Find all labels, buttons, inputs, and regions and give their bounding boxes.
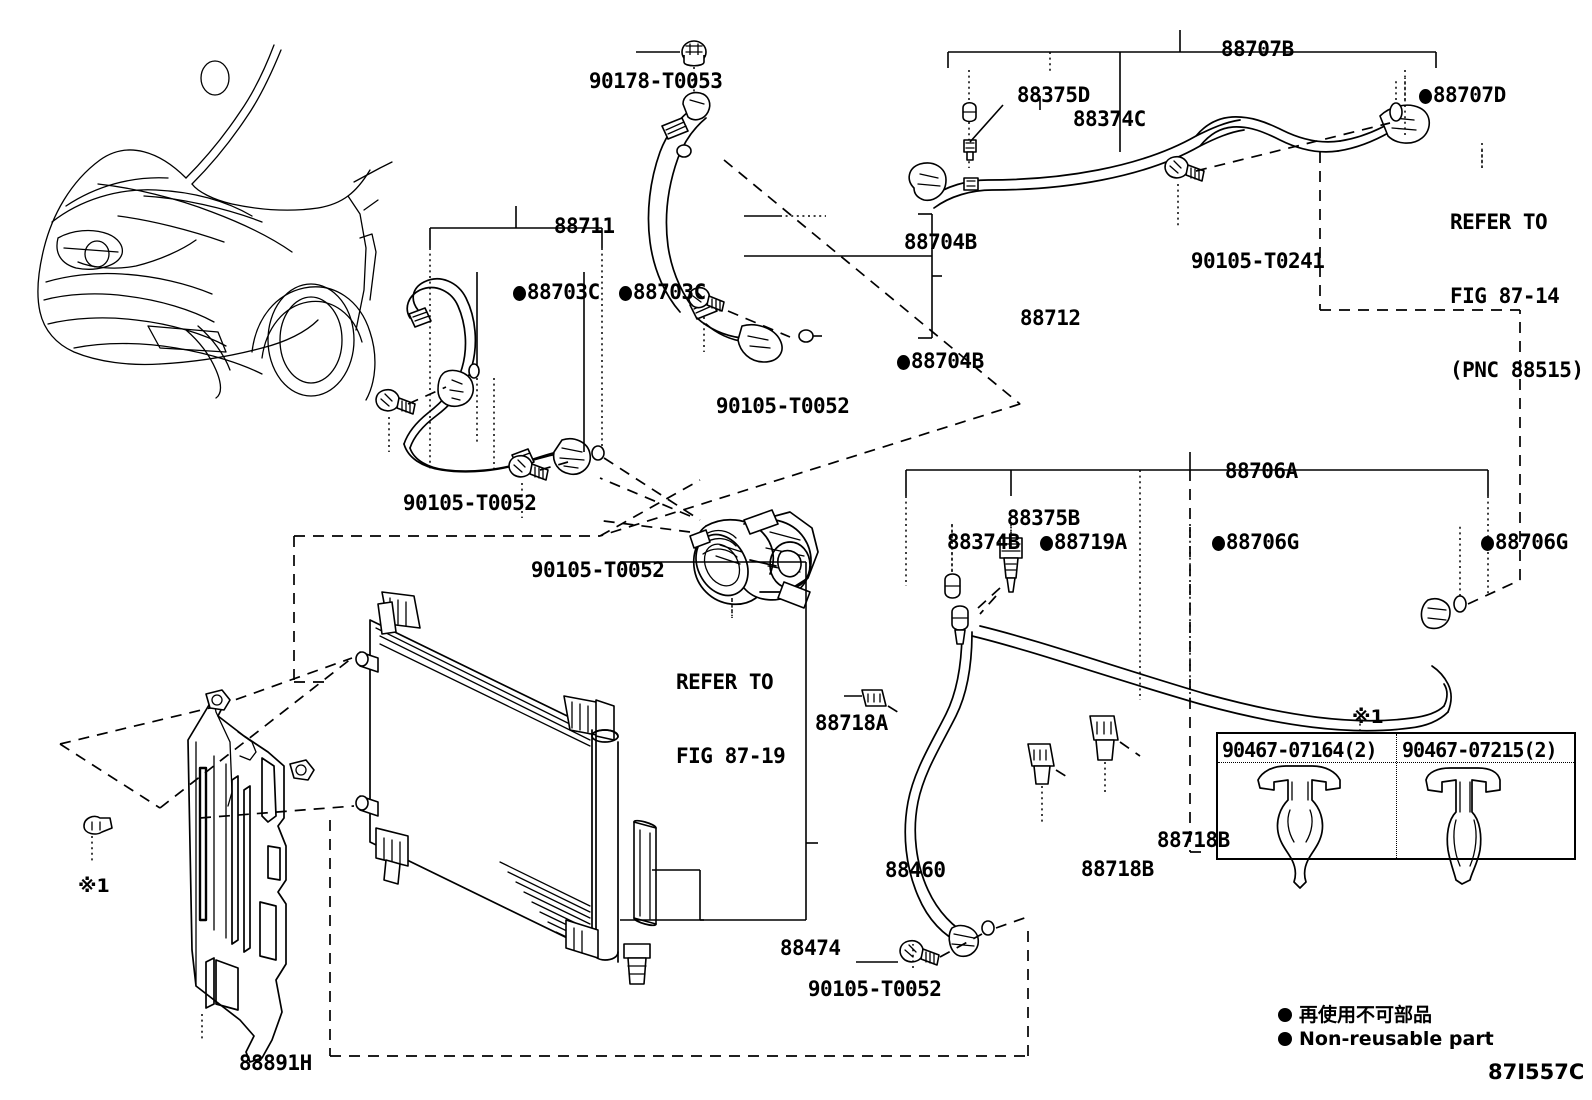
part-number-text: 90105-T0241 — [1190, 248, 1325, 273]
part-number-text: 88703C — [526, 279, 600, 304]
part-label-88704B-upper: 88704B — [831, 205, 977, 279]
part-number-text: 88375D — [1016, 82, 1090, 107]
refer-line: (PNC 88515) — [1450, 358, 1584, 383]
part-label-88703C-left: 88703C — [440, 255, 600, 329]
non-reusable-dot-icon — [1211, 535, 1225, 551]
part-number-text: 88718B — [1080, 856, 1154, 881]
part-number-text: 90178-T0053 — [588, 68, 723, 93]
part-number-text: 88707D — [1432, 82, 1506, 107]
refer-line: REFER TO — [1450, 209, 1548, 234]
part-label-88718B-lower: 88718B — [1008, 832, 1154, 906]
part-number-text: 88706A — [1224, 458, 1298, 483]
legend-non-reusable-jp: 再使用不可部品 — [1278, 1000, 1432, 1027]
part-number-text: 88704B — [903, 229, 977, 254]
part-label-88375D: 88375D — [944, 58, 1090, 132]
part-label-88704B-lower: 88704B — [824, 324, 984, 398]
non-reusable-dot-icon — [512, 285, 526, 301]
diagram-code: 87I557C — [1488, 1060, 1585, 1084]
discharge-tube-88707B-part — [908, 78, 1520, 311]
air-guide-88891H-illustration — [83, 689, 315, 1063]
part-number-text: 88460 — [884, 857, 946, 882]
vehicle-outline-illustration — [37, 44, 393, 401]
non-reusable-dot-icon — [1278, 1032, 1292, 1046]
footnote-marker-1-clipbox: ※1 — [1352, 706, 1384, 728]
part-number-text: 88474 — [779, 935, 841, 960]
part-label-90178-T0053: 90178-T0053 — [516, 44, 723, 118]
legend-non-reusable-en: Non-reusable part — [1278, 1028, 1494, 1050]
suction-hose-88712-part — [647, 91, 814, 363]
part-number-text: 88374B — [946, 529, 1020, 554]
non-reusable-dot-icon — [1480, 535, 1494, 551]
part-label-88375B: 88375B — [934, 481, 1080, 555]
refer-line: FIG 87-19 — [676, 743, 786, 768]
part-number-text: 88718A — [814, 710, 888, 735]
clip-part-number-90467-07215: 90467-07215(2) — [1402, 738, 1558, 762]
part-number-text: 90105-T0052 — [402, 490, 537, 515]
footnote-marker-1-left: ※1 — [78, 875, 110, 897]
part-label-88474: 88474 — [707, 911, 841, 985]
part-label-90105-T0052-a: 90105-T0052 — [643, 369, 850, 443]
part-label-88706G-left: 88706G — [1139, 505, 1299, 579]
part-number-text: 88719A — [1053, 529, 1127, 554]
part-number-text: 88711 — [553, 213, 615, 238]
clip-detail-divider-vertical — [1396, 734, 1397, 858]
non-reusable-dot-icon — [1418, 88, 1432, 104]
part-label-88711: 88711 — [481, 189, 615, 263]
legend-text-en: Non-reusable part — [1299, 1028, 1494, 1050]
part-number-text: 88891H — [238, 1050, 312, 1075]
part-label-88712: 88712 — [947, 281, 1081, 355]
non-reusable-dot-icon — [1278, 1008, 1292, 1022]
clip-detail-box — [1216, 732, 1576, 860]
refer-line: FIG 87-14 — [1450, 283, 1560, 308]
part-number-text: 90105-T0052 — [715, 393, 850, 418]
part-number-text: 88707B — [1220, 36, 1294, 61]
condenser-88460-illustration — [59, 591, 1029, 1057]
clip-detail-divider-horizontal — [1218, 762, 1574, 763]
refer-to-fig-87-14-block: REFER TO FIG 87-14 (PNC 88515) — [1450, 160, 1584, 432]
part-label-88374C: 88374C — [1000, 82, 1146, 156]
part-label-90105-T0241: 90105-T0241 — [1118, 224, 1325, 298]
non-reusable-dot-icon — [618, 285, 632, 301]
suction-pipe-88706A-illustration — [861, 310, 1521, 968]
part-number-text: 88375B — [1006, 505, 1080, 530]
part-label-88718A: 88718A — [742, 686, 888, 760]
part-label-88374B: 88374B — [874, 505, 1020, 579]
part-number-text: 88703C — [632, 279, 706, 304]
clip-detail-illustrations — [1257, 765, 1501, 889]
legend-text-jp: 再使用不可部品 — [1299, 1004, 1433, 1026]
part-label-88707D: 88707D — [1346, 58, 1506, 132]
part-number-text: 88704B — [910, 348, 984, 373]
part-number-text: 88706G — [1494, 529, 1568, 554]
part-label-88706A: 88706A — [1152, 434, 1298, 508]
refer-to-fig-87-19-block: REFER TO FIG 87-19 — [676, 620, 786, 818]
part-label-88703C-right: 88703C — [546, 255, 706, 329]
part-label-88707B: 88707B — [1148, 12, 1294, 86]
clip-part-number-90467-07164: 90467-07164(2) — [1222, 738, 1378, 762]
compressor-assembly-illustration — [595, 477, 819, 616]
part-number-text: 88706G — [1225, 529, 1299, 554]
refer-line: REFER TO — [676, 669, 774, 694]
part-label-90105-T0052-d: 90105-T0052 — [735, 952, 942, 1026]
bracket-leader-lines — [201, 30, 1489, 1042]
part-label-88891H: 88891H — [166, 1026, 312, 1100]
part-number-text: 88374C — [1072, 106, 1146, 131]
part-number-text: 88712 — [1019, 305, 1081, 330]
part-number-text: 90105-T0052 — [530, 557, 665, 582]
part-label-88719A: 88719A — [967, 505, 1127, 579]
nut-90178-T0053-part — [681, 40, 707, 105]
liquid-tube-88711-part — [293, 159, 1021, 683]
part-number-text: 90105-T0052 — [807, 976, 942, 1001]
part-label-88706G-right: 88706G — [1408, 505, 1568, 579]
part-label-88460: 88460 — [812, 833, 946, 907]
non-reusable-dot-icon — [896, 354, 910, 370]
part-label-90105-T0052-b: 90105-T0052 — [330, 466, 537, 540]
non-reusable-dot-icon — [1039, 535, 1053, 551]
part-label-90105-T0052-c: 90105-T0052 — [458, 533, 665, 607]
